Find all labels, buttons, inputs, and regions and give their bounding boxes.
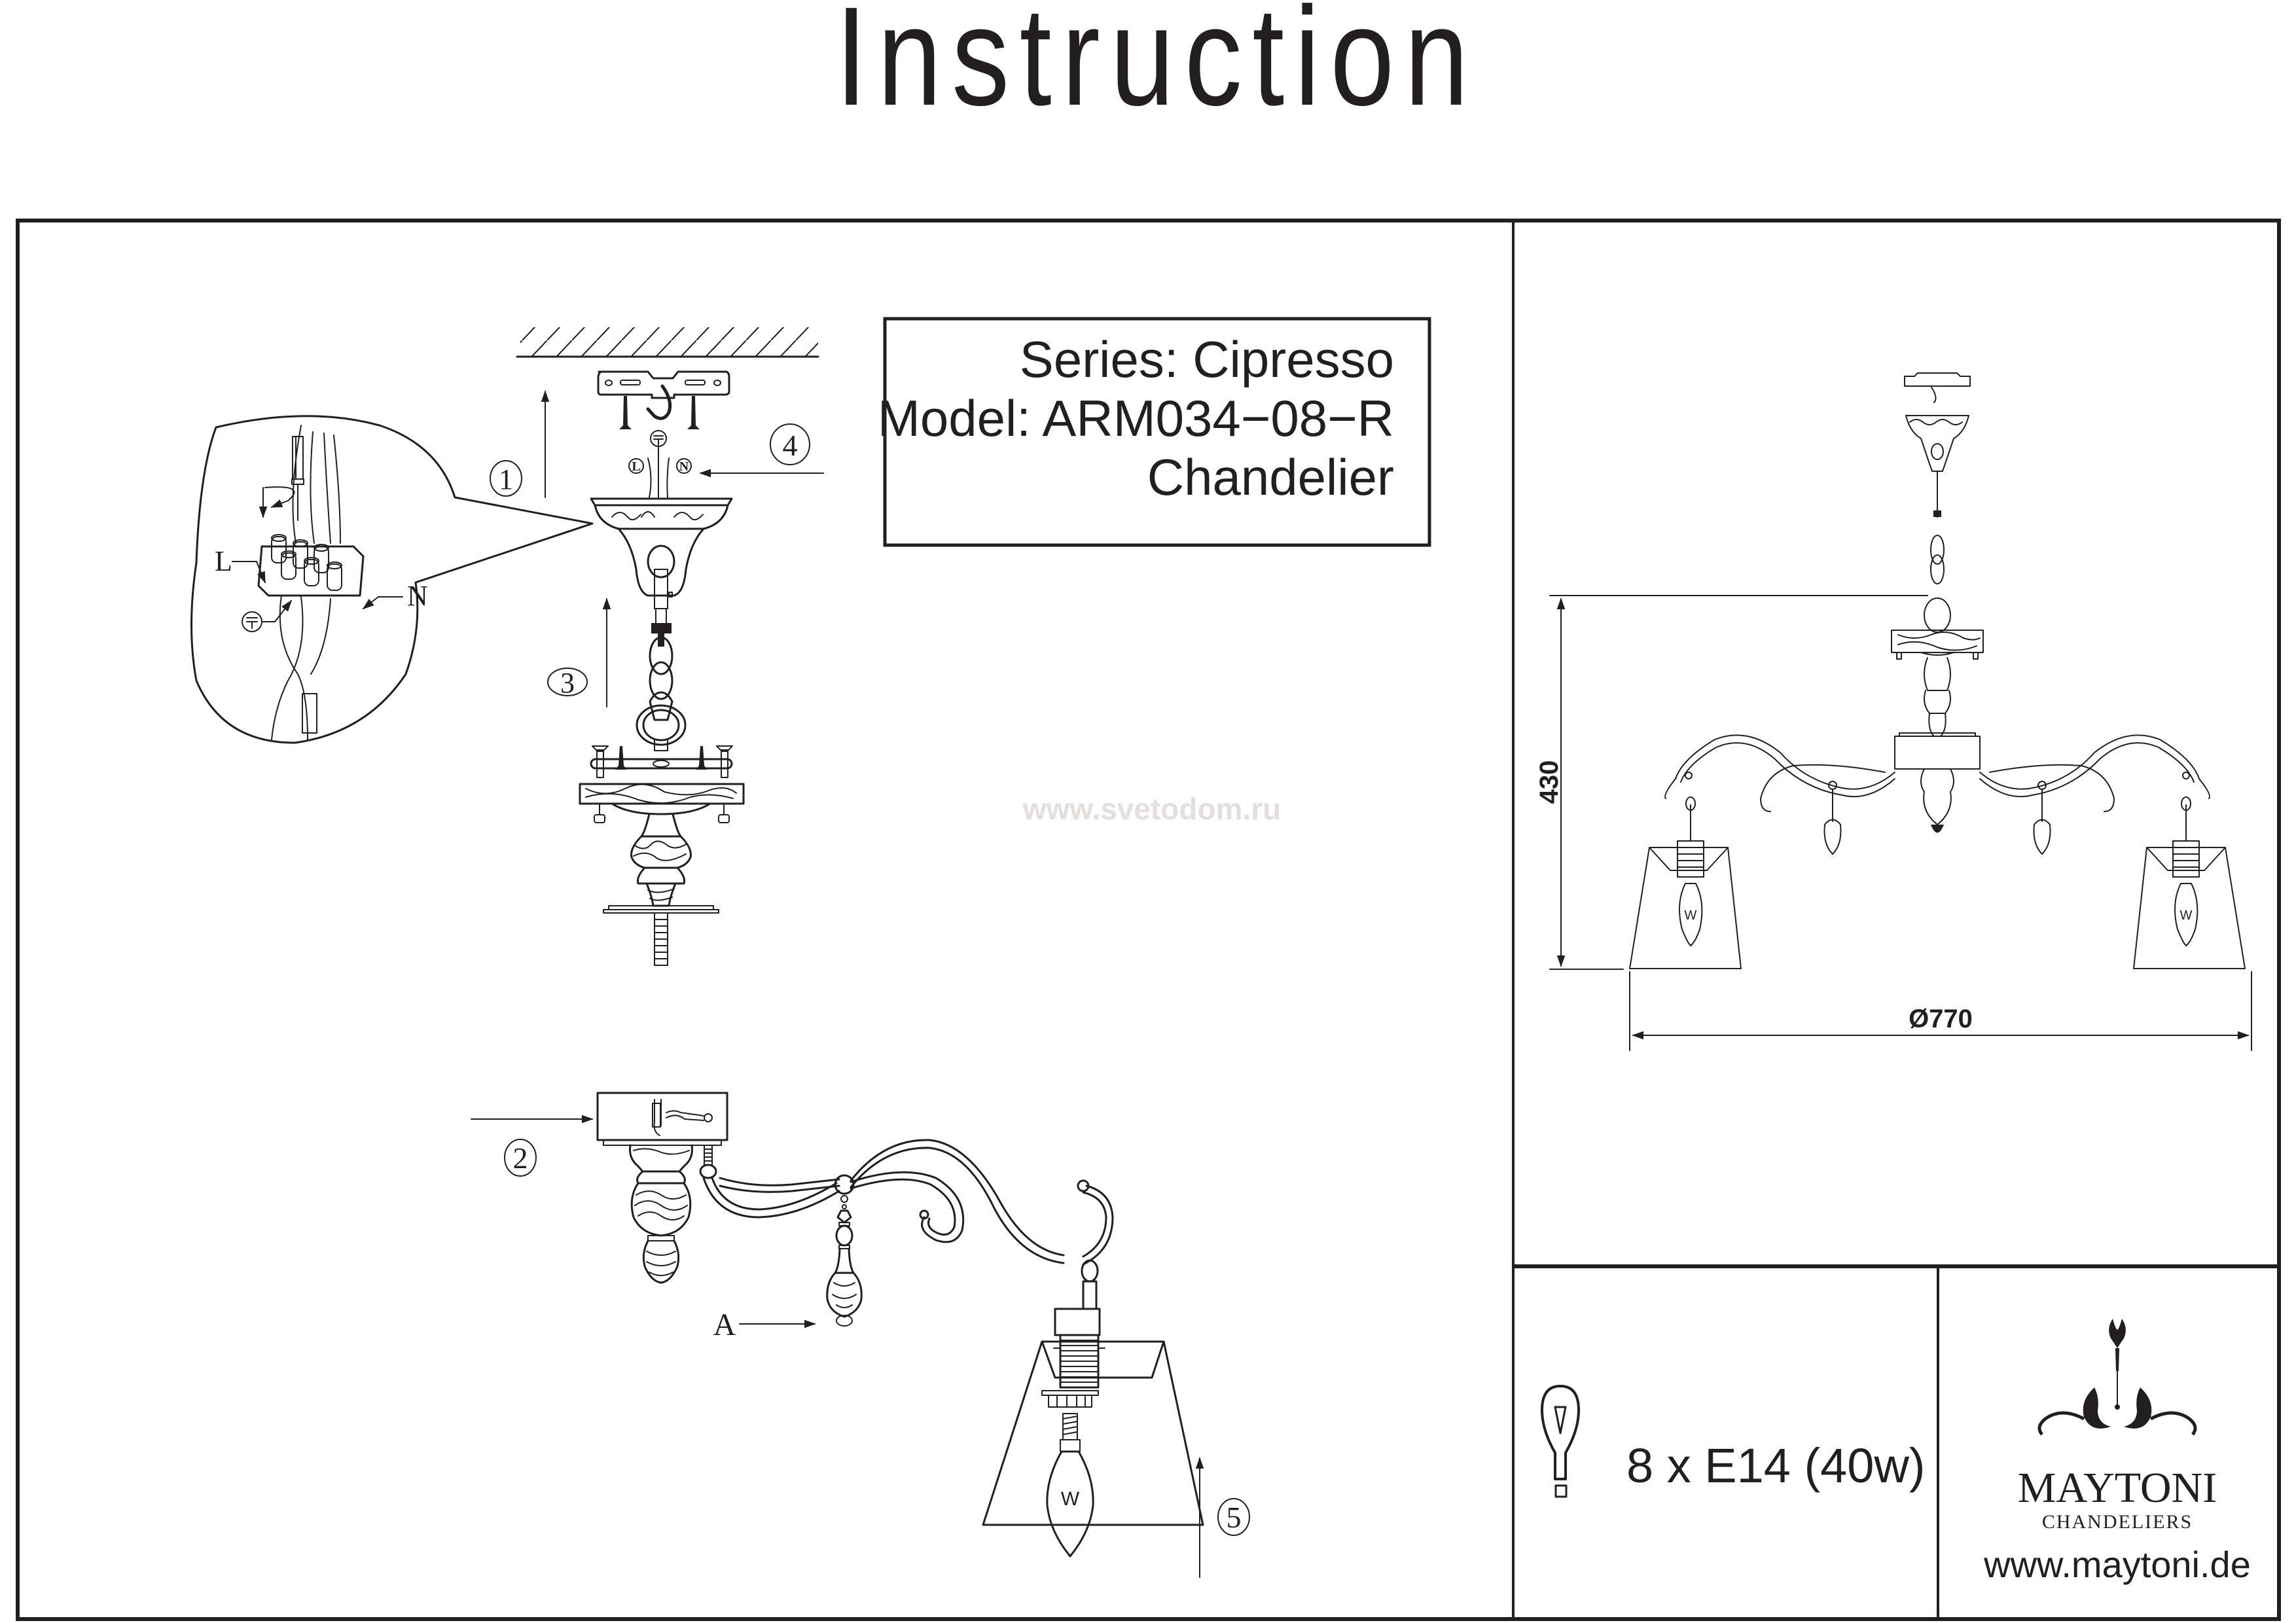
pendant-crystal — [826, 1195, 863, 1327]
screw-icon — [687, 396, 700, 429]
product-info-box: Series: Cipresso Model: ARM034−08−R Chan… — [878, 317, 1431, 547]
step-3: 3 — [547, 597, 611, 707]
dimension-drawing: W W 430 Ø770 — [1535, 372, 2252, 1051]
series-label: Series: Cipresso — [1020, 330, 1394, 388]
dimension-shade-right: W — [2133, 796, 2246, 969]
bulb-mark: W — [1061, 1488, 1080, 1510]
pendant-label: A — [713, 1308, 736, 1342]
height-dimension: 430 — [1535, 760, 1564, 804]
junction-box — [596, 1092, 728, 1146]
mains-wires: L N — [628, 430, 692, 498]
page-frame — [16, 219, 2281, 1621]
chain — [636, 608, 687, 751]
center-column — [603, 813, 719, 966]
bulb-spec: 8 x E14 (40w) — [1541, 1385, 1926, 1498]
step-5-number: 5 — [1227, 1501, 1242, 1534]
callout-neutral-label: N — [407, 580, 428, 612]
page-title: Instruction — [835, 0, 1469, 135]
candle-bulb: W — [1046, 1413, 1094, 1558]
light-bulb-icon — [1541, 1385, 1580, 1498]
terminal-block — [257, 534, 365, 597]
body-plate — [579, 745, 745, 823]
product-type-label: Chandelier — [1147, 448, 1394, 506]
bulb-mark: W — [2180, 908, 2193, 923]
step-4: 4 — [699, 423, 824, 478]
bulb-spec-text: 8 x E14 (40w) — [1626, 1438, 1926, 1493]
neutral-wire-label: N — [679, 459, 689, 474]
arm — [699, 1139, 1114, 1266]
step-5: 5 — [1195, 1457, 1250, 1578]
step-1: 1 — [490, 390, 550, 498]
step-2-number: 2 — [513, 1141, 528, 1175]
ceiling — [516, 327, 819, 358]
brand-subtitle: CHANDELIERS — [2042, 1511, 2193, 1533]
mounting-bracket — [597, 370, 730, 429]
callout-live-label: L — [215, 545, 232, 577]
watermark: www.svetodom.ru — [1022, 792, 1281, 826]
wiring-detail-callout: L N — [190, 415, 594, 744]
screw-icon — [619, 396, 632, 429]
diameter-dimension: Ø770 — [1909, 1005, 1973, 1033]
lower-column — [629, 1144, 693, 1284]
chandelier-ornament-icon — [2037, 1319, 2197, 1436]
earth-icon — [242, 611, 262, 632]
lamp-socket — [1053, 1259, 1105, 1389]
model-label: Model: ARM034−08−R — [878, 389, 1394, 447]
dimension-shade-left: W — [1629, 796, 1742, 969]
canopy — [590, 497, 733, 609]
pendant-label-letter: A — [713, 1308, 736, 1342]
step-1-number: 1 — [499, 463, 513, 495]
lamp-shade — [982, 1340, 1204, 1526]
step-2: 2 — [471, 1115, 594, 1177]
live-wire-label: L — [632, 459, 640, 474]
bulb-mark: W — [1685, 908, 1697, 923]
step-3-number: 3 — [560, 667, 575, 699]
brand-url[interactable]: www.maytoni.de — [1983, 1544, 2251, 1585]
step-4-number: 4 — [783, 429, 798, 462]
brand-block: MAYTONI CHANDELIERS www.maytoni.de — [1983, 1319, 2251, 1585]
earth-icon — [653, 435, 664, 446]
brand-name: MAYTONI — [2018, 1464, 2217, 1512]
assembly-diagram: L N — [190, 327, 1250, 1578]
